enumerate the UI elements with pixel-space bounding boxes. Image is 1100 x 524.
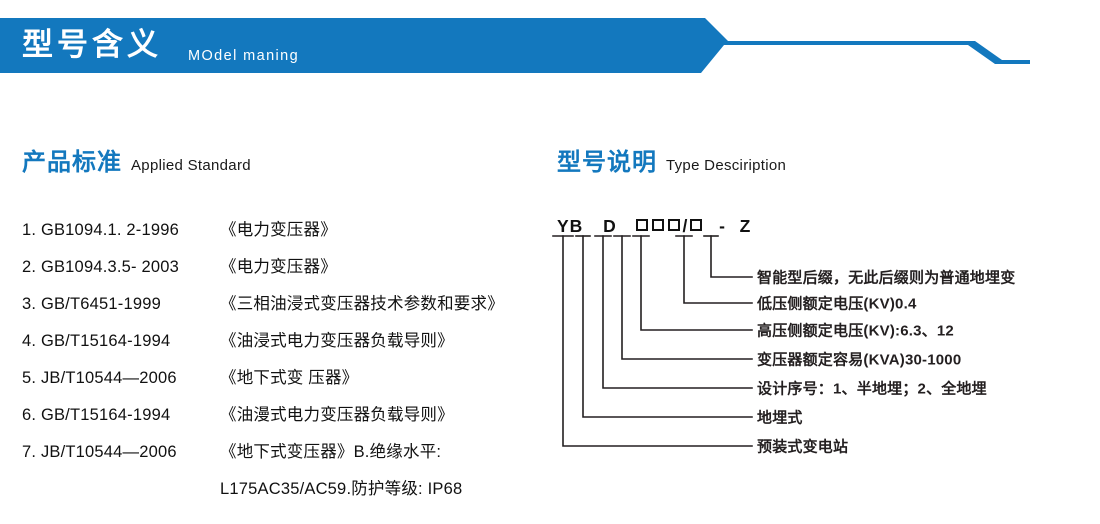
diagram-label-prefab-substation: 预装式变电站	[757, 438, 849, 456]
banner-title: 型号含义	[22, 27, 162, 62]
standard-name: 《电力变压器》	[220, 221, 337, 239]
model-code-box-3	[668, 219, 681, 231]
diagram-label-hv-rated-voltage: 高压侧额定电压(KV):6.3、12	[757, 322, 954, 340]
list-item: 6. GB/T15164-1994 《油漫式电力变压器负载导则》	[22, 401, 542, 438]
standard-code: 3. GB/T6451-1999	[22, 295, 161, 313]
list-item: 7. JB/T10544—2006 《地下式变压器》B.绝缘水平:	[22, 438, 542, 475]
model-code-box-2	[652, 219, 665, 231]
diagram-label-buried-type: 地埋式	[757, 409, 803, 427]
standard-code: 2. GB1094.3.5- 2003	[22, 258, 179, 276]
diagram-label-rated-capacity: 变压器额定容易(KVA)30-1000	[757, 351, 962, 369]
standards-list: 1. GB1094.1. 2-1996 《电力变压器》 2. GB1094.3.…	[22, 216, 542, 512]
standard-code: 5. JB/T10544—2006	[22, 369, 177, 387]
leader-lines	[552, 235, 753, 447]
standard-code: 6. GB/T15164-1994	[22, 406, 171, 424]
standard-code: 1. GB1094.1. 2-1996	[22, 221, 179, 239]
list-item-continuation: L175AC35/AC59.防护等级: IP68	[22, 475, 542, 512]
type-designation-diagram: YB D / - Z	[540, 210, 1100, 470]
standard-name: 《地下式变压器》B.绝缘水平:	[220, 443, 442, 461]
list-item: 1. GB1094.1. 2-1996 《电力变压器》	[22, 216, 542, 253]
standard-name: 《油浸式电力变压器负载导则》	[220, 332, 454, 350]
banner-shape	[0, 18, 1030, 73]
list-item: 4. GB/T15164-1994 《油浸式电力变压器负载导则》	[22, 327, 542, 364]
diagram-label-lv-rated-voltage: 低压侧额定电压(KV)0.4	[757, 295, 917, 313]
list-item: 5. JB/T10544—2006 《地下式变 压器》	[22, 364, 542, 401]
page-header-banner: 型号含义 MOdel maning	[0, 18, 1030, 73]
standard-name: 《地下式变 压器》	[220, 369, 359, 387]
list-item: 2. GB1094.3.5- 2003 《电力变压器》	[22, 253, 542, 290]
model-code-dash: -	[719, 216, 726, 236]
model-code-slash: /	[682, 216, 689, 236]
standard-code: 4. GB/T15164-1994	[22, 332, 171, 350]
list-item: 3. GB/T6451-1999 《三相油浸式变压器技术参数和要求》	[22, 290, 542, 327]
standard-name: 《油漫式电力变压器负载导则》	[220, 406, 454, 424]
standard-name: L175AC35/AC59.防护等级: IP68	[220, 480, 463, 498]
standard-code: 7. JB/T10544—2006	[22, 443, 177, 461]
type-description-heading: 型号说明 Type Desciription	[557, 142, 786, 177]
model-code-suffix: Z	[739, 216, 752, 236]
model-code-string: YB D / - Z	[557, 216, 751, 237]
standard-name: 《三相油浸式变压器技术参数和要求》	[220, 295, 504, 313]
model-code-box-1	[636, 219, 649, 231]
model-code-second: D	[603, 216, 617, 236]
applied-standard-heading-en: Applied Standard	[131, 157, 251, 174]
applied-standard-heading: 产品标准 Applied Standard	[22, 142, 251, 177]
banner-subtitle: MOdel maning	[188, 48, 300, 64]
model-code-box-4	[690, 219, 703, 231]
model-code-prefix: YB	[557, 216, 584, 236]
type-description-heading-cn: 型号说明	[557, 149, 657, 176]
type-description-heading-en: Type Desciription	[666, 157, 787, 174]
applied-standard-heading-cn: 产品标准	[22, 149, 122, 176]
diagram-label-smart-suffix: 智能型后缀，无此后缀则为普通地埋变	[757, 269, 1016, 287]
standard-name: 《电力变压器》	[220, 258, 337, 276]
diagram-label-design-serial: 设计序号：1、半地埋；2、全地埋	[757, 380, 987, 398]
